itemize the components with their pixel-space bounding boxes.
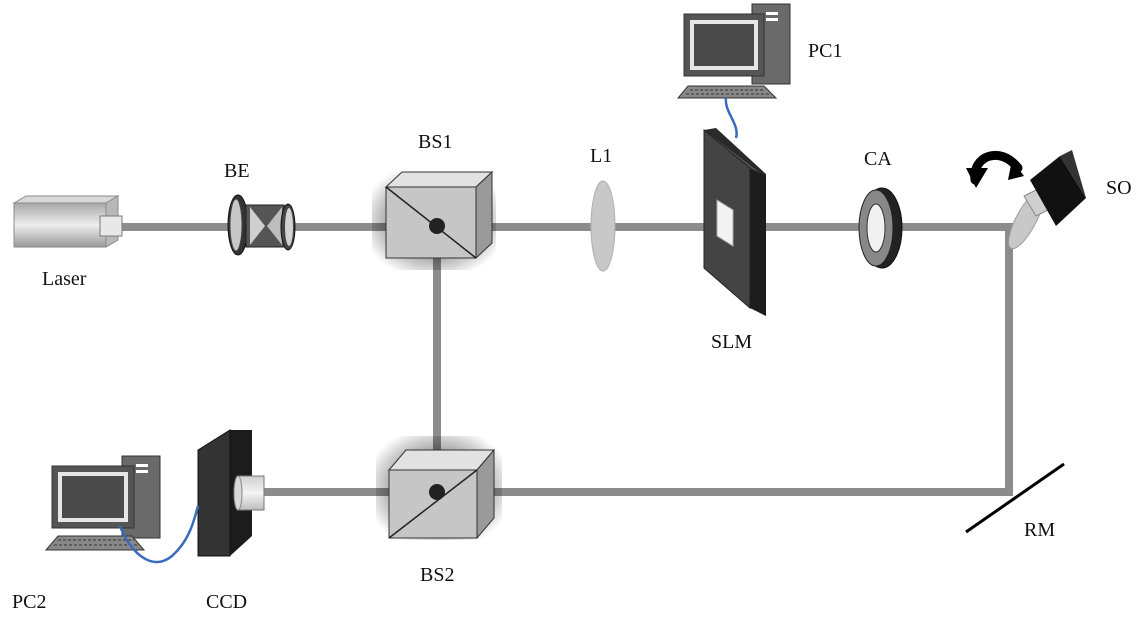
- beam-splitter-1: [372, 170, 496, 270]
- circular-aperture: [858, 187, 903, 269]
- laser-source: [12, 195, 123, 248]
- cables: [118, 97, 738, 564]
- lens-l1: [590, 180, 616, 272]
- reflecting-mirror: [965, 462, 1065, 534]
- beam-expander: [227, 194, 296, 256]
- computer-pc2: [44, 455, 161, 551]
- label-bs2: BS2: [420, 564, 455, 586]
- ccd-camera: [197, 429, 265, 557]
- label-ccd: CCD: [206, 591, 248, 613]
- beam-splitter-2: [376, 436, 502, 540]
- label-laser: Laser: [42, 268, 87, 290]
- label-slm: SLM: [711, 331, 753, 353]
- cable-pc1-to-slm: [724, 97, 738, 139]
- label-l1: L1: [590, 145, 613, 167]
- label-pc1: PC1: [808, 40, 843, 62]
- label-pc2: PC2: [12, 591, 47, 613]
- scattering-object: [966, 150, 1086, 250]
- label-so: SO: [1106, 177, 1132, 199]
- cable-pc2-to-ccd: [118, 505, 200, 564]
- slm-device: [703, 128, 766, 316]
- label-bs1: BS1: [418, 131, 453, 153]
- label-ca: CA: [864, 148, 892, 170]
- label-rm: RM: [1024, 519, 1056, 541]
- computer-pc1: [676, 3, 791, 99]
- label-be: BE: [224, 160, 250, 182]
